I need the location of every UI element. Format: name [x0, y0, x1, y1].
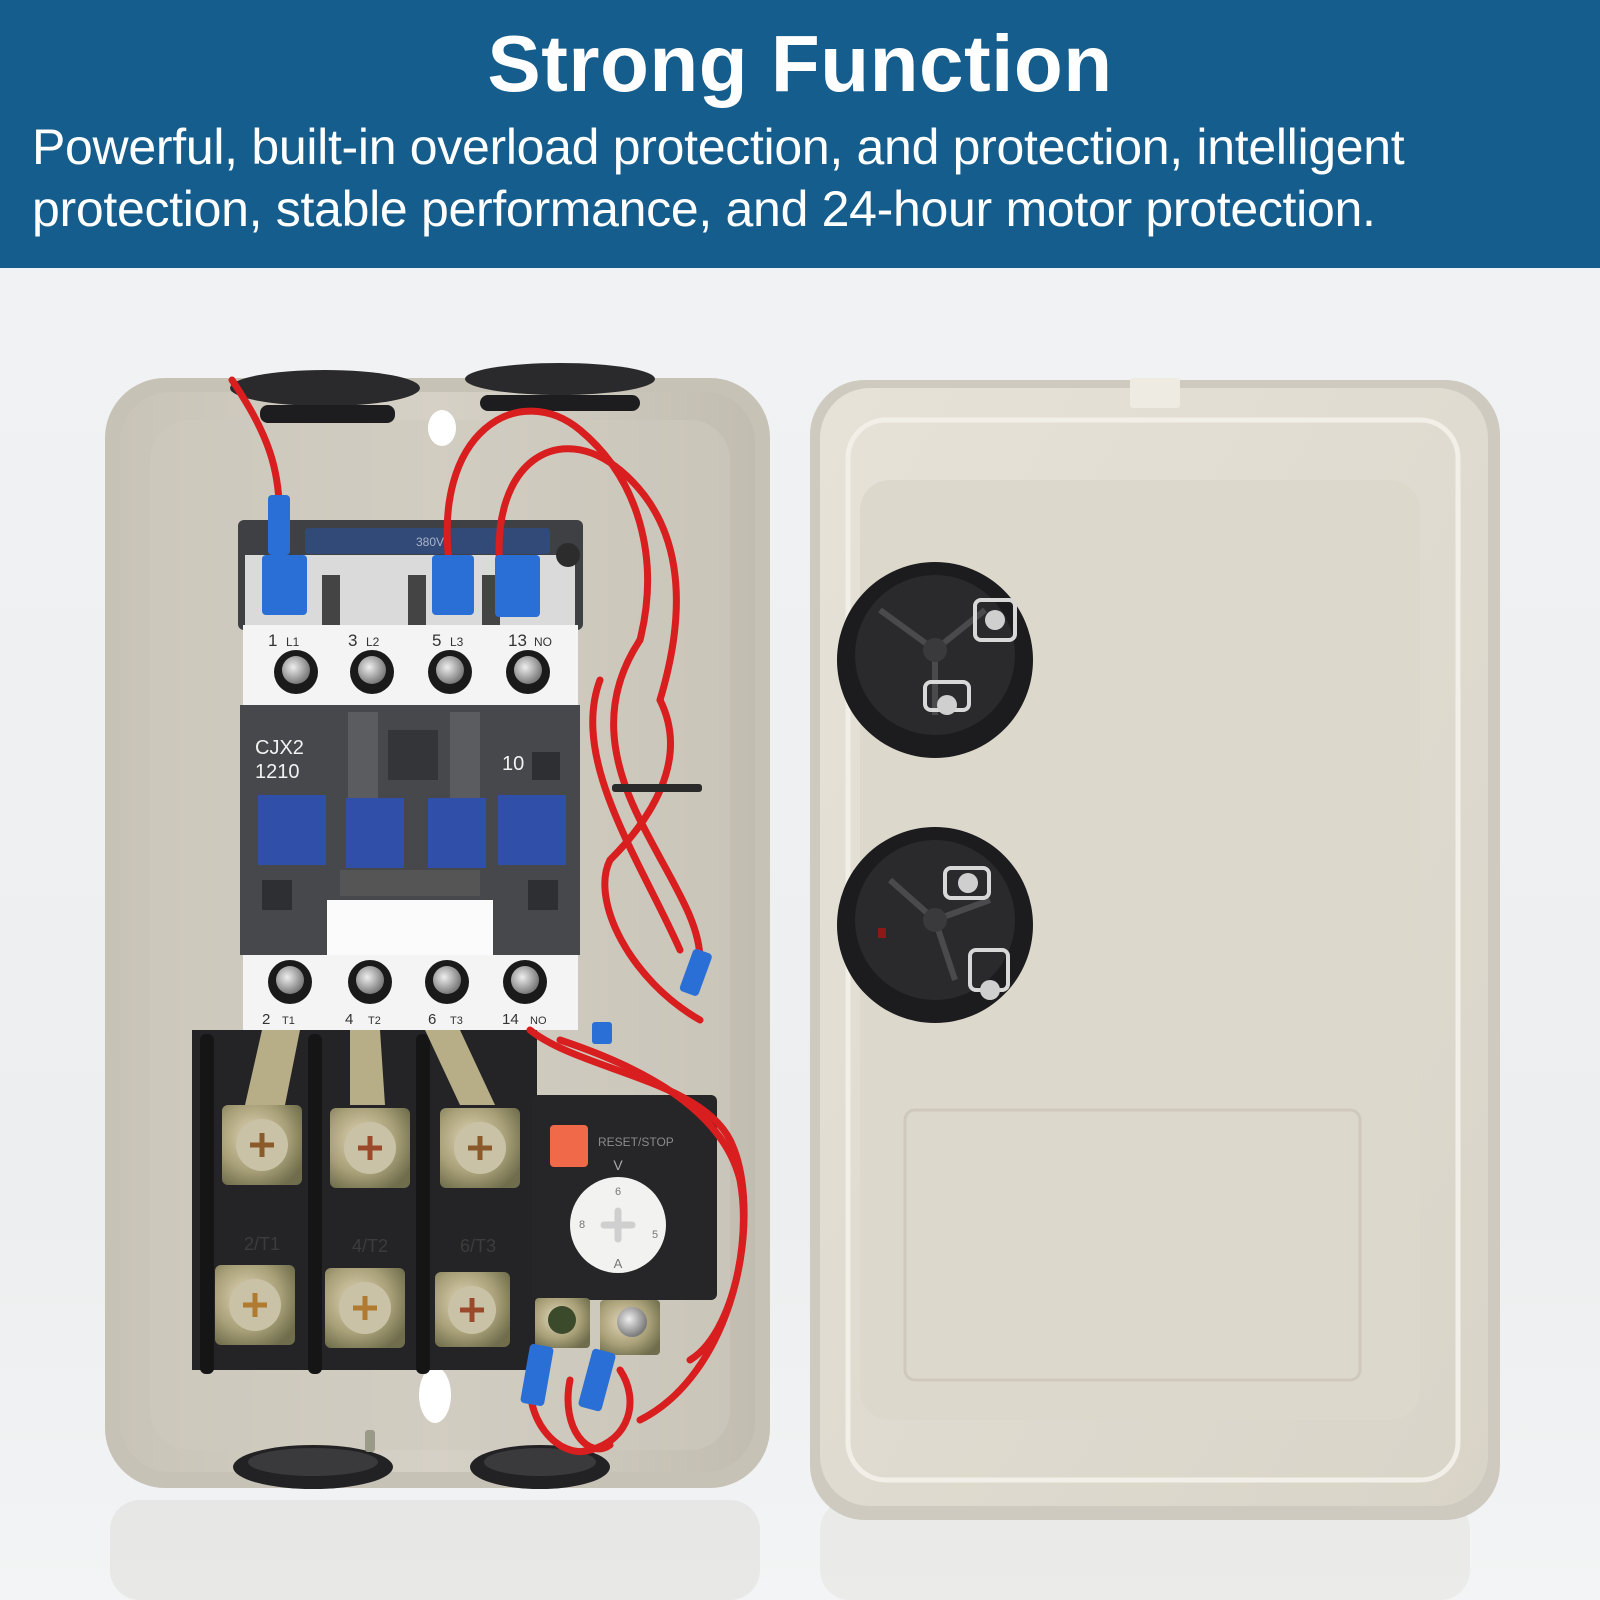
- floor-reflection: [110, 1500, 1470, 1600]
- svg-text:L3: L3: [450, 635, 464, 649]
- top-terminal-5: 5 L3: [428, 631, 472, 694]
- relay-terminal-label-1: 2/T1: [244, 1234, 280, 1254]
- contact-window-2: [346, 798, 404, 868]
- bottom-terminal-2: 2 T1: [262, 960, 312, 1028]
- svg-text:T2: T2: [368, 1015, 381, 1027]
- contactor-cjx2-1210: 380V 1 L1 3 L2 5 L3: [238, 520, 583, 1030]
- contact-window-3: [428, 798, 486, 868]
- reset-stop-label: RESET/STOP: [598, 1135, 674, 1149]
- relay-terminal-label-2: 4/T2: [352, 1236, 388, 1256]
- header-banner: Strong Function Powerful, built-in overl…: [0, 0, 1600, 268]
- dial-mark-top: 6: [615, 1186, 621, 1198]
- banner-title: Strong Function: [487, 19, 1113, 108]
- svg-text:T1: T1: [282, 1015, 295, 1027]
- svg-text:NO: NO: [530, 1015, 547, 1027]
- svg-text:2: 2: [262, 1011, 270, 1028]
- contact-window-1: [258, 795, 326, 865]
- push-button-lower: [837, 827, 1033, 1023]
- top-terminal-13: 13 NO: [506, 631, 552, 694]
- relay-terminal-label-3: 6/T3: [460, 1236, 496, 1256]
- thermal-overload-relay: 2/T1 4/T2 6/T3 RESET/STOP V 6 8 5 A: [192, 1030, 717, 1374]
- model-line-2: 1210: [255, 761, 300, 783]
- svg-text:14: 14: [502, 1011, 519, 1028]
- top-grommet-right: [465, 363, 655, 395]
- svg-text:4: 4: [345, 1011, 353, 1028]
- coil-voltage-label: 380V: [416, 535, 444, 549]
- svg-text:3: 3: [348, 631, 357, 650]
- current-setting-dial[interactable]: 6 8 5 A: [570, 1177, 666, 1273]
- top-terminal-1: 1 L1: [268, 631, 318, 694]
- bottom-terminal-4: 4 T2: [345, 960, 392, 1028]
- lid-latch-tab: [1130, 378, 1180, 408]
- banner-description-line-1: Powerful, built-in overload protection, …: [32, 119, 1405, 175]
- svg-text:L2: L2: [366, 635, 380, 649]
- banner-description: Powerful, built-in overload protection, …: [32, 116, 1592, 240]
- bottom-terminal-14: 14 NO: [502, 960, 547, 1028]
- svg-text:5: 5: [432, 631, 441, 650]
- cable-tie: [612, 784, 702, 792]
- model-line-1: CJX2: [255, 737, 304, 759]
- red-control-wires: [228, 376, 748, 1455]
- contact-window-4: [498, 795, 566, 865]
- product-photo: 380V 1 L1 3 L2 5 L3: [0, 268, 1600, 1600]
- svg-text:6: 6: [428, 1011, 436, 1028]
- push-button-upper: [837, 562, 1033, 758]
- top-terminal-3: 3 L2: [348, 631, 394, 694]
- bottom-terminal-6: 6 T3: [425, 960, 469, 1028]
- aux-contact-code: 10: [502, 753, 524, 775]
- svg-text:T3: T3: [450, 1015, 463, 1027]
- svg-text:NO: NO: [534, 635, 552, 649]
- reset-stop-button[interactable]: [550, 1125, 588, 1167]
- dial-arrow-mark: V: [613, 1157, 623, 1173]
- svg-text:L1: L1: [286, 635, 300, 649]
- dial-unit: A: [614, 1256, 623, 1271]
- svg-text:13: 13: [508, 631, 527, 650]
- mounting-hole-top: [428, 410, 456, 446]
- top-grommet-left: [230, 370, 420, 406]
- banner-description-line-2: protection, stable performance, and 24-h…: [32, 181, 1376, 237]
- mounting-hole-bottom: [419, 1367, 451, 1423]
- svg-text:1: 1: [268, 631, 277, 650]
- blue-crimp-terminals: [262, 495, 712, 1412]
- enclosure-lid: [810, 378, 1500, 1520]
- dial-mark-right: 5: [652, 1229, 658, 1241]
- dial-mark-left: 8: [579, 1219, 585, 1231]
